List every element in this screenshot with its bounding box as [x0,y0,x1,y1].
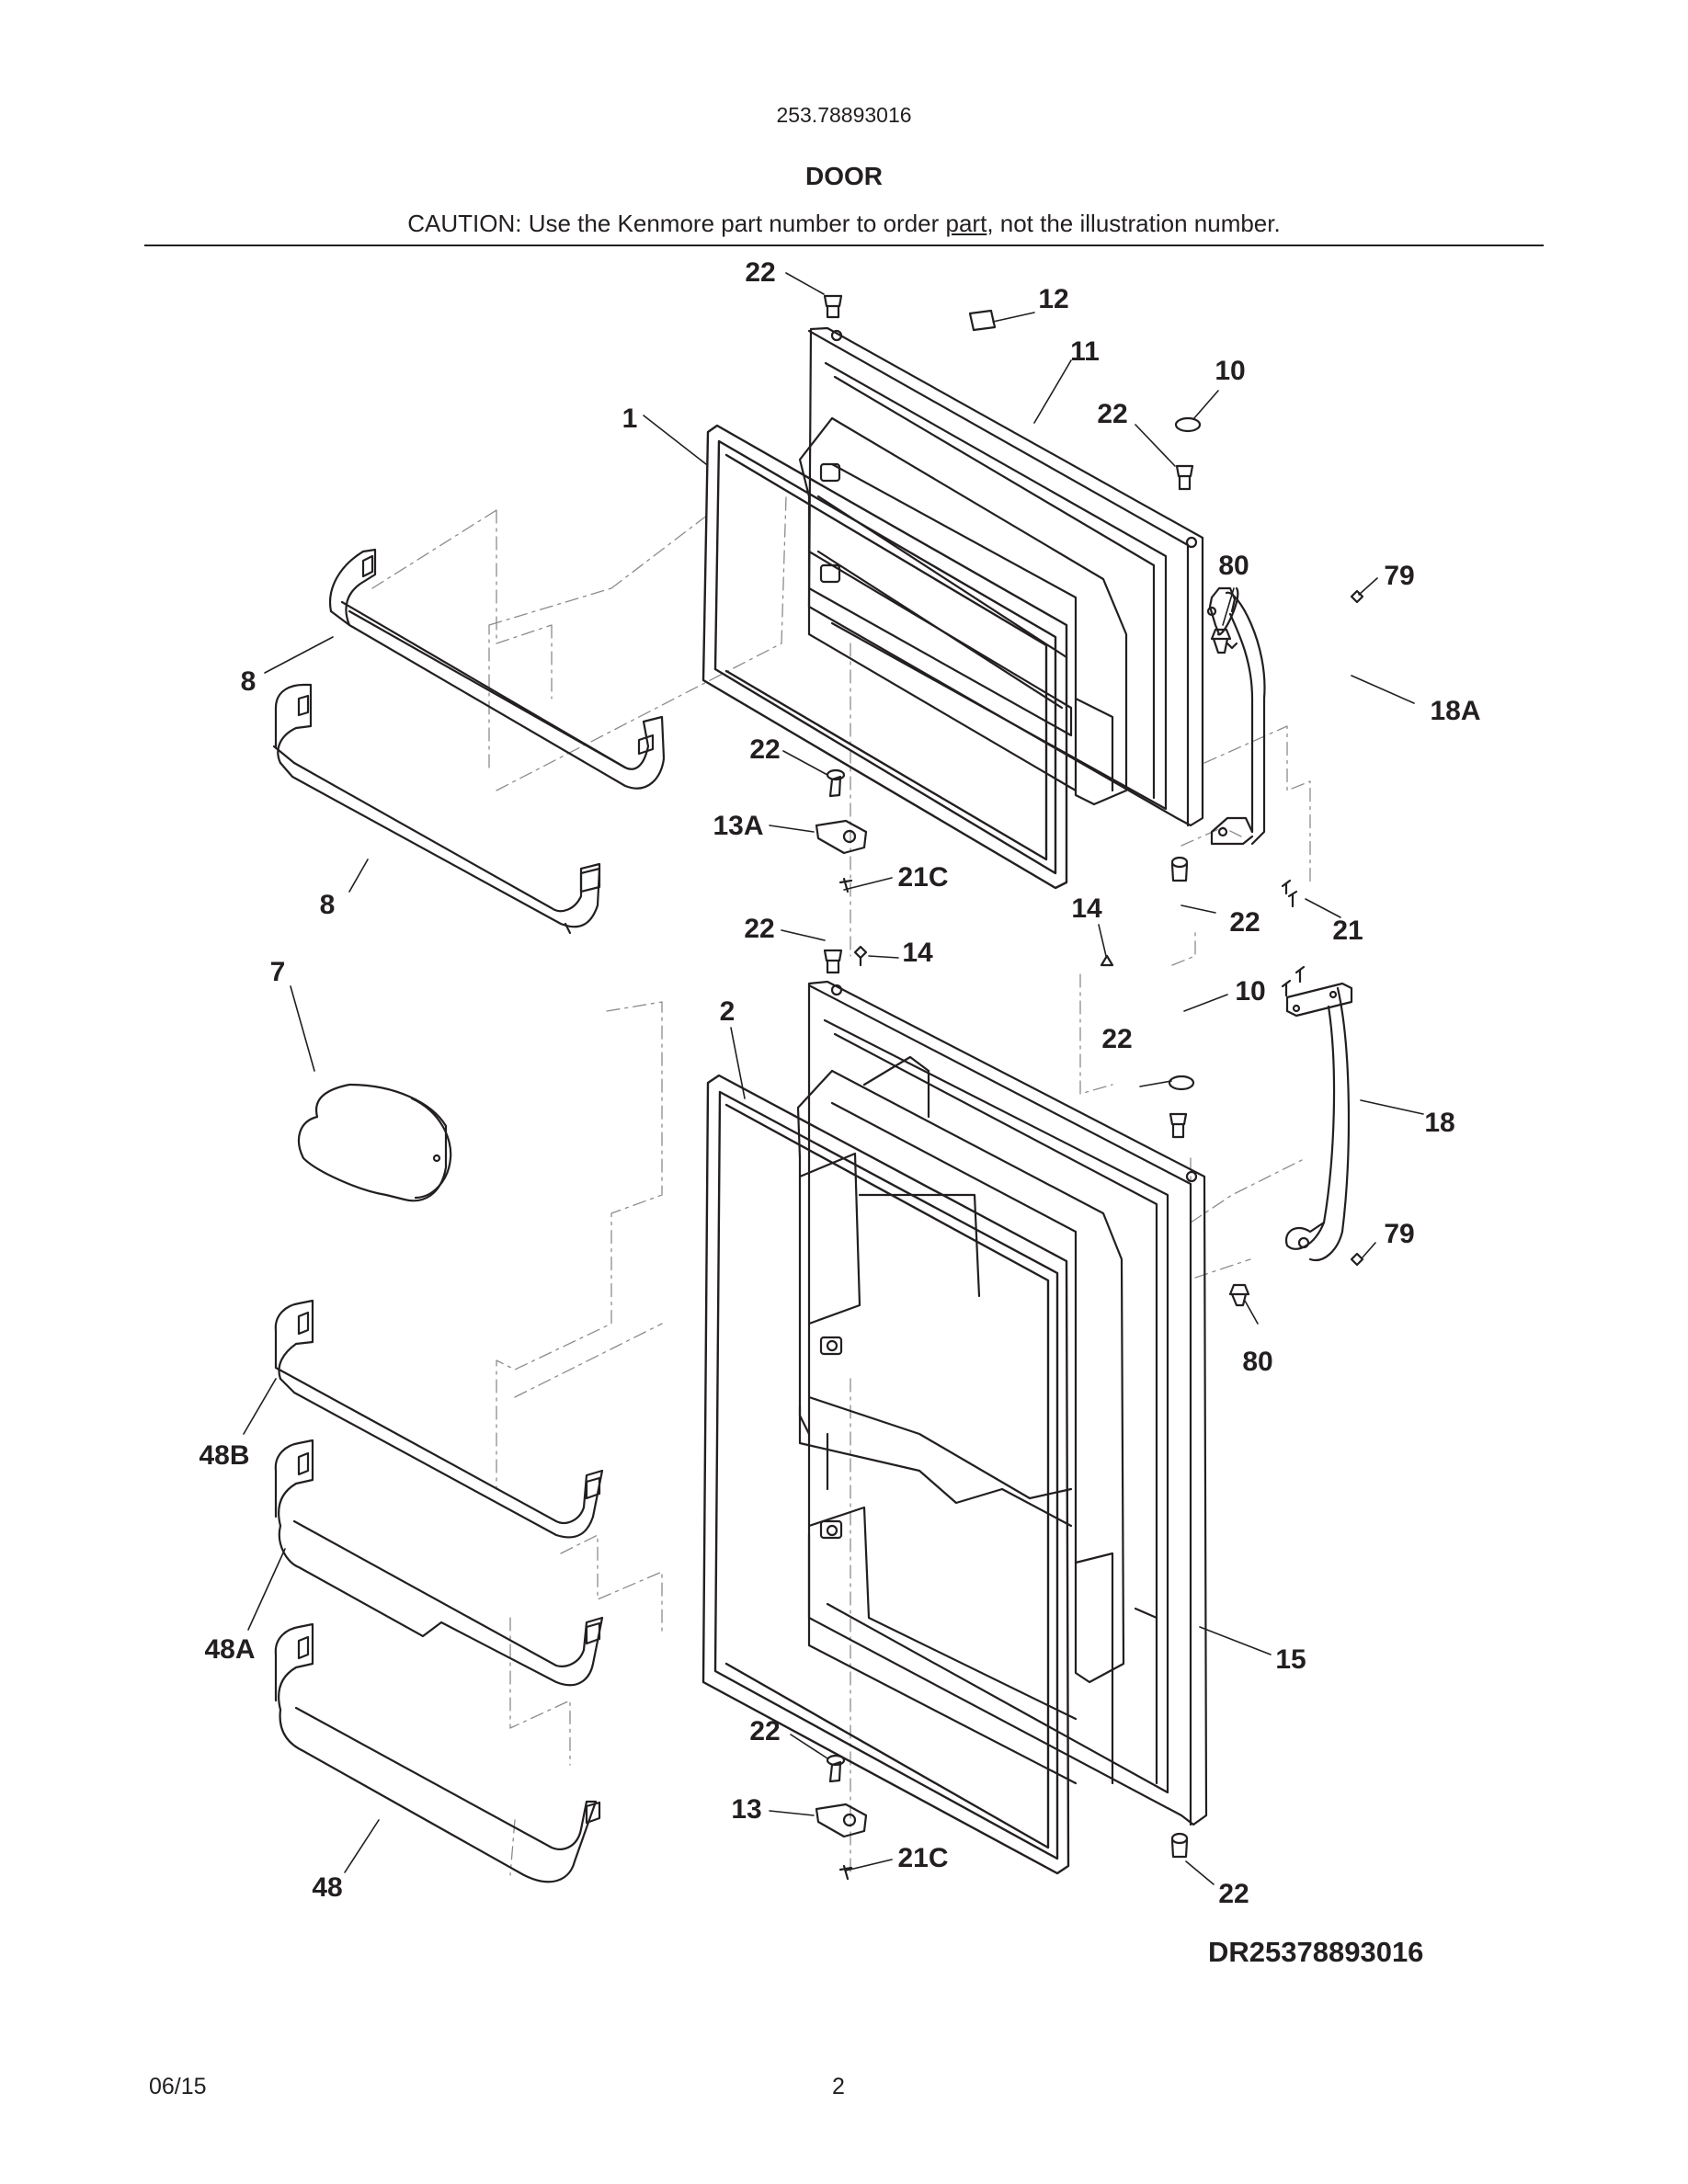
callout-label: 18A [1430,696,1480,726]
page-number: 2 [832,2074,845,2099]
callout-label: 21C [897,1843,948,1873]
callout-label: 79 [1384,1219,1414,1249]
callout-label: 48B [199,1440,249,1471]
phantom-lines [371,495,1311,1876]
callout-label: 21 [1332,916,1363,946]
callout-label: 21C [897,862,948,893]
callout-label: 14 [902,938,933,968]
callout-label: 22 [1218,1879,1249,1909]
callout-label: 79 [1384,561,1414,591]
header-rule [144,245,1544,246]
freezer-shelf-lower [272,683,601,935]
freezer-door-hinge-parts [815,294,1202,893]
caution-suffix: , not the illustration number. [987,210,1281,237]
fresh-food-door-liner [796,1055,1125,1785]
callout-label: 10 [1215,356,1245,386]
section-title: DOOR [805,162,883,190]
door-shelf-48b [274,1299,604,1539]
fresh-food-door-gasket [701,1074,1070,1875]
drawing-code: DR25378893016 [1208,1936,1424,1968]
callout-label: 22 [744,914,774,944]
callout-label: 22 [749,1716,780,1746]
fresh-food-door-hinge-parts [815,945,1195,1881]
callout-label: 7 [270,957,286,987]
freezer-handle [1206,586,1266,846]
revision-date: 06/15 [149,2074,207,2099]
callout-label: 18 [1424,1108,1454,1138]
caution-note: CAUTION: Use the Kenmore part number to … [0,210,1688,238]
callout-label: 15 [1275,1644,1306,1675]
caution-underlined: part [945,210,987,237]
door-shelf-48 [274,1622,601,1883]
callout-label: 1 [622,404,638,434]
leader-lines [243,272,1424,1885]
fresh-food-handle [1284,982,1353,1262]
freezer-handle-screws [1210,589,1364,997]
callout-label: 12 [1038,284,1068,314]
fresh-food-door-outer-panel [807,980,1208,1826]
callout-label: 11 [1070,336,1100,367]
dairy-bin [297,1083,452,1202]
model-number: 253.78893016 [776,103,912,127]
freezer-door-outer-panel [807,326,1204,827]
callout-label: 8 [320,890,336,920]
callout-label: 13A [713,811,763,841]
callout-label: 80 [1242,1347,1272,1377]
callout-label: 48 [312,1872,342,1903]
fresh-food-handle-screws [1228,1252,1364,1307]
callout-label: 13 [731,1794,761,1825]
callout-label: 22 [1097,399,1127,429]
callout-label: 22 [749,734,780,765]
callout-label: 22 [1101,1024,1132,1054]
callout-label: 48A [204,1634,255,1665]
callout-label: 2 [720,996,736,1027]
freezer-door-gasket [701,424,1068,890]
callout-label: 80 [1218,551,1249,581]
callout-label: 8 [241,666,257,697]
caution-prefix: CAUTION: Use the Kenmore part number to … [407,210,946,237]
freezer-shelf-upper [328,548,666,790]
callout-label: 22 [1229,907,1260,938]
callout-label: 14 [1071,893,1102,924]
callout-label: 10 [1235,976,1265,1007]
callout-label: 22 [745,257,775,288]
callout-labels: 22 12 11 10 22 1 80 79 8 18A 22 13A 8 21… [199,257,1480,1909]
door-shelf-48a [274,1439,604,1687]
freezer-door-liner [798,416,1128,806]
